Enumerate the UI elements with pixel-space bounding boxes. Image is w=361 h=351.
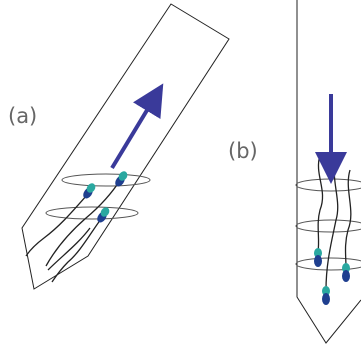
panel-b-tube-outline [296, 0, 361, 344]
panel-b-sperm [342, 263, 350, 282]
panel-b-sperm-tail [344, 169, 352, 269]
panel-a-sperm-tail [47, 227, 91, 271]
panel-b: (b) [228, 0, 361, 344]
panel-a-tube-outline [21, 3, 230, 290]
panel-a-sperm-tail [51, 218, 102, 283]
panel-b-ring [295, 257, 361, 271]
panel-b-ring [295, 178, 361, 192]
panel-a-sperm [97, 207, 110, 223]
panel-a-ring-upper [61, 173, 151, 187]
panel-a-ring-lower [45, 206, 139, 220]
panel-a-direction-arrow [110, 83, 164, 170]
panel-a-sperm [83, 183, 96, 199]
panel-a-sperm-tail [45, 178, 122, 267]
panel-a-label: (a) [8, 104, 37, 128]
panel-b-ring [295, 219, 361, 233]
panel-a-sperm [115, 171, 128, 187]
panel-b-label: (b) [228, 139, 258, 163]
panel-a: (a) [8, 3, 230, 290]
panel-b-sperm [314, 248, 322, 267]
panel-b-sperm-tail [317, 154, 324, 253]
panel-a-sperm-tail [25, 194, 88, 257]
panel-b-sperm [322, 286, 330, 305]
